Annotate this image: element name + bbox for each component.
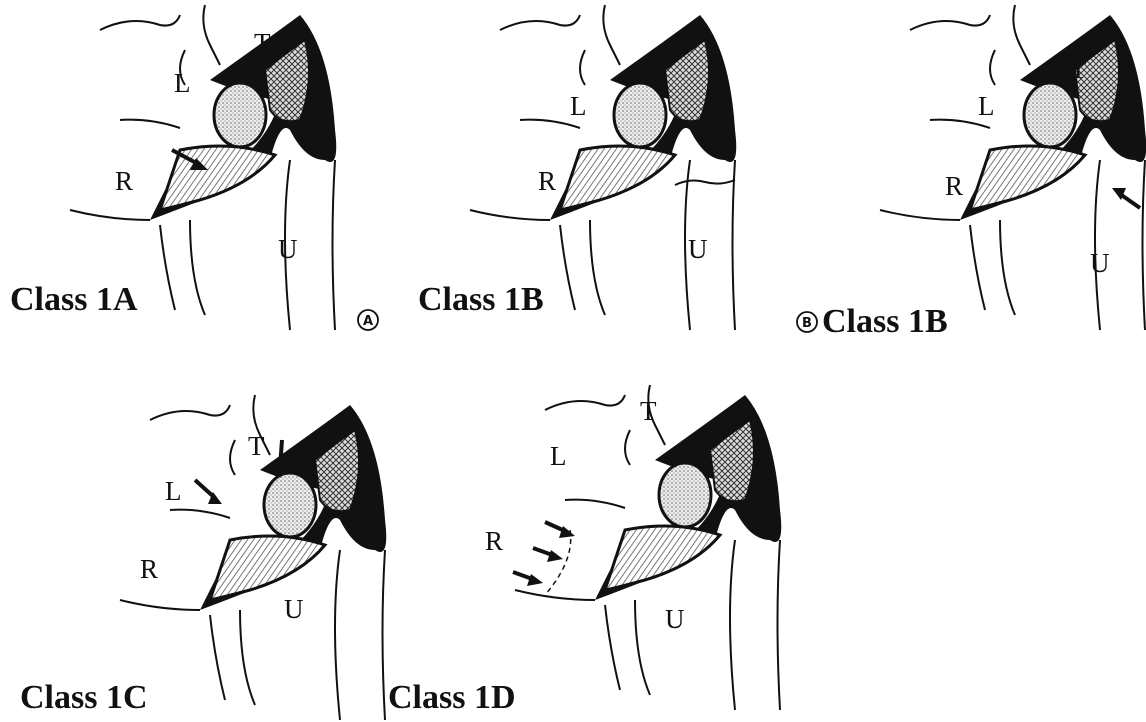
letter-r: R: [140, 554, 158, 584]
letter-r: R: [945, 171, 963, 201]
letter-t: T: [254, 28, 271, 58]
marker-b: B: [797, 312, 817, 332]
panel-class-1d: L T R U: [485, 385, 781, 710]
letter-u: U: [688, 234, 708, 264]
arrow-icon: [513, 572, 543, 586]
letter-t: T: [654, 44, 671, 74]
letter-r: R: [115, 166, 133, 196]
caption-class-1a: Class 1A: [10, 281, 138, 318]
marker-a-text: A: [363, 314, 373, 329]
caption-class-1c: Class 1C: [20, 679, 148, 716]
arrow-icon: [195, 480, 222, 504]
letter-r: R: [538, 166, 556, 196]
letter-u: U: [278, 234, 298, 264]
tear-line: [675, 180, 735, 185]
letter-u: U: [665, 604, 685, 634]
caption-class-1d: Class 1D: [388, 679, 516, 716]
panel-class-1c: L T R U: [120, 395, 386, 720]
letter-u: U: [1090, 248, 1110, 278]
letter-l: L: [978, 91, 995, 121]
marker-a: A: [358, 310, 378, 330]
letter-t: T: [1070, 54, 1087, 84]
letter-t: T: [640, 396, 657, 426]
arrow-icon: [1112, 188, 1140, 208]
arrow-icon: [533, 548, 563, 562]
letter-l: L: [570, 91, 587, 121]
letter-l: L: [174, 68, 191, 98]
marker-b-text: B: [802, 316, 812, 331]
letter-u: U: [284, 594, 304, 624]
letter-l: L: [550, 441, 567, 471]
letter-t: T: [248, 431, 265, 461]
caption-class-1b-a: Class 1B: [418, 281, 544, 318]
letter-r: R: [485, 526, 503, 556]
letter-l: L: [165, 476, 182, 506]
caption-class-1b-b: Class 1B: [822, 303, 948, 340]
panel-class-1b-b: L T R U: [880, 5, 1146, 330]
